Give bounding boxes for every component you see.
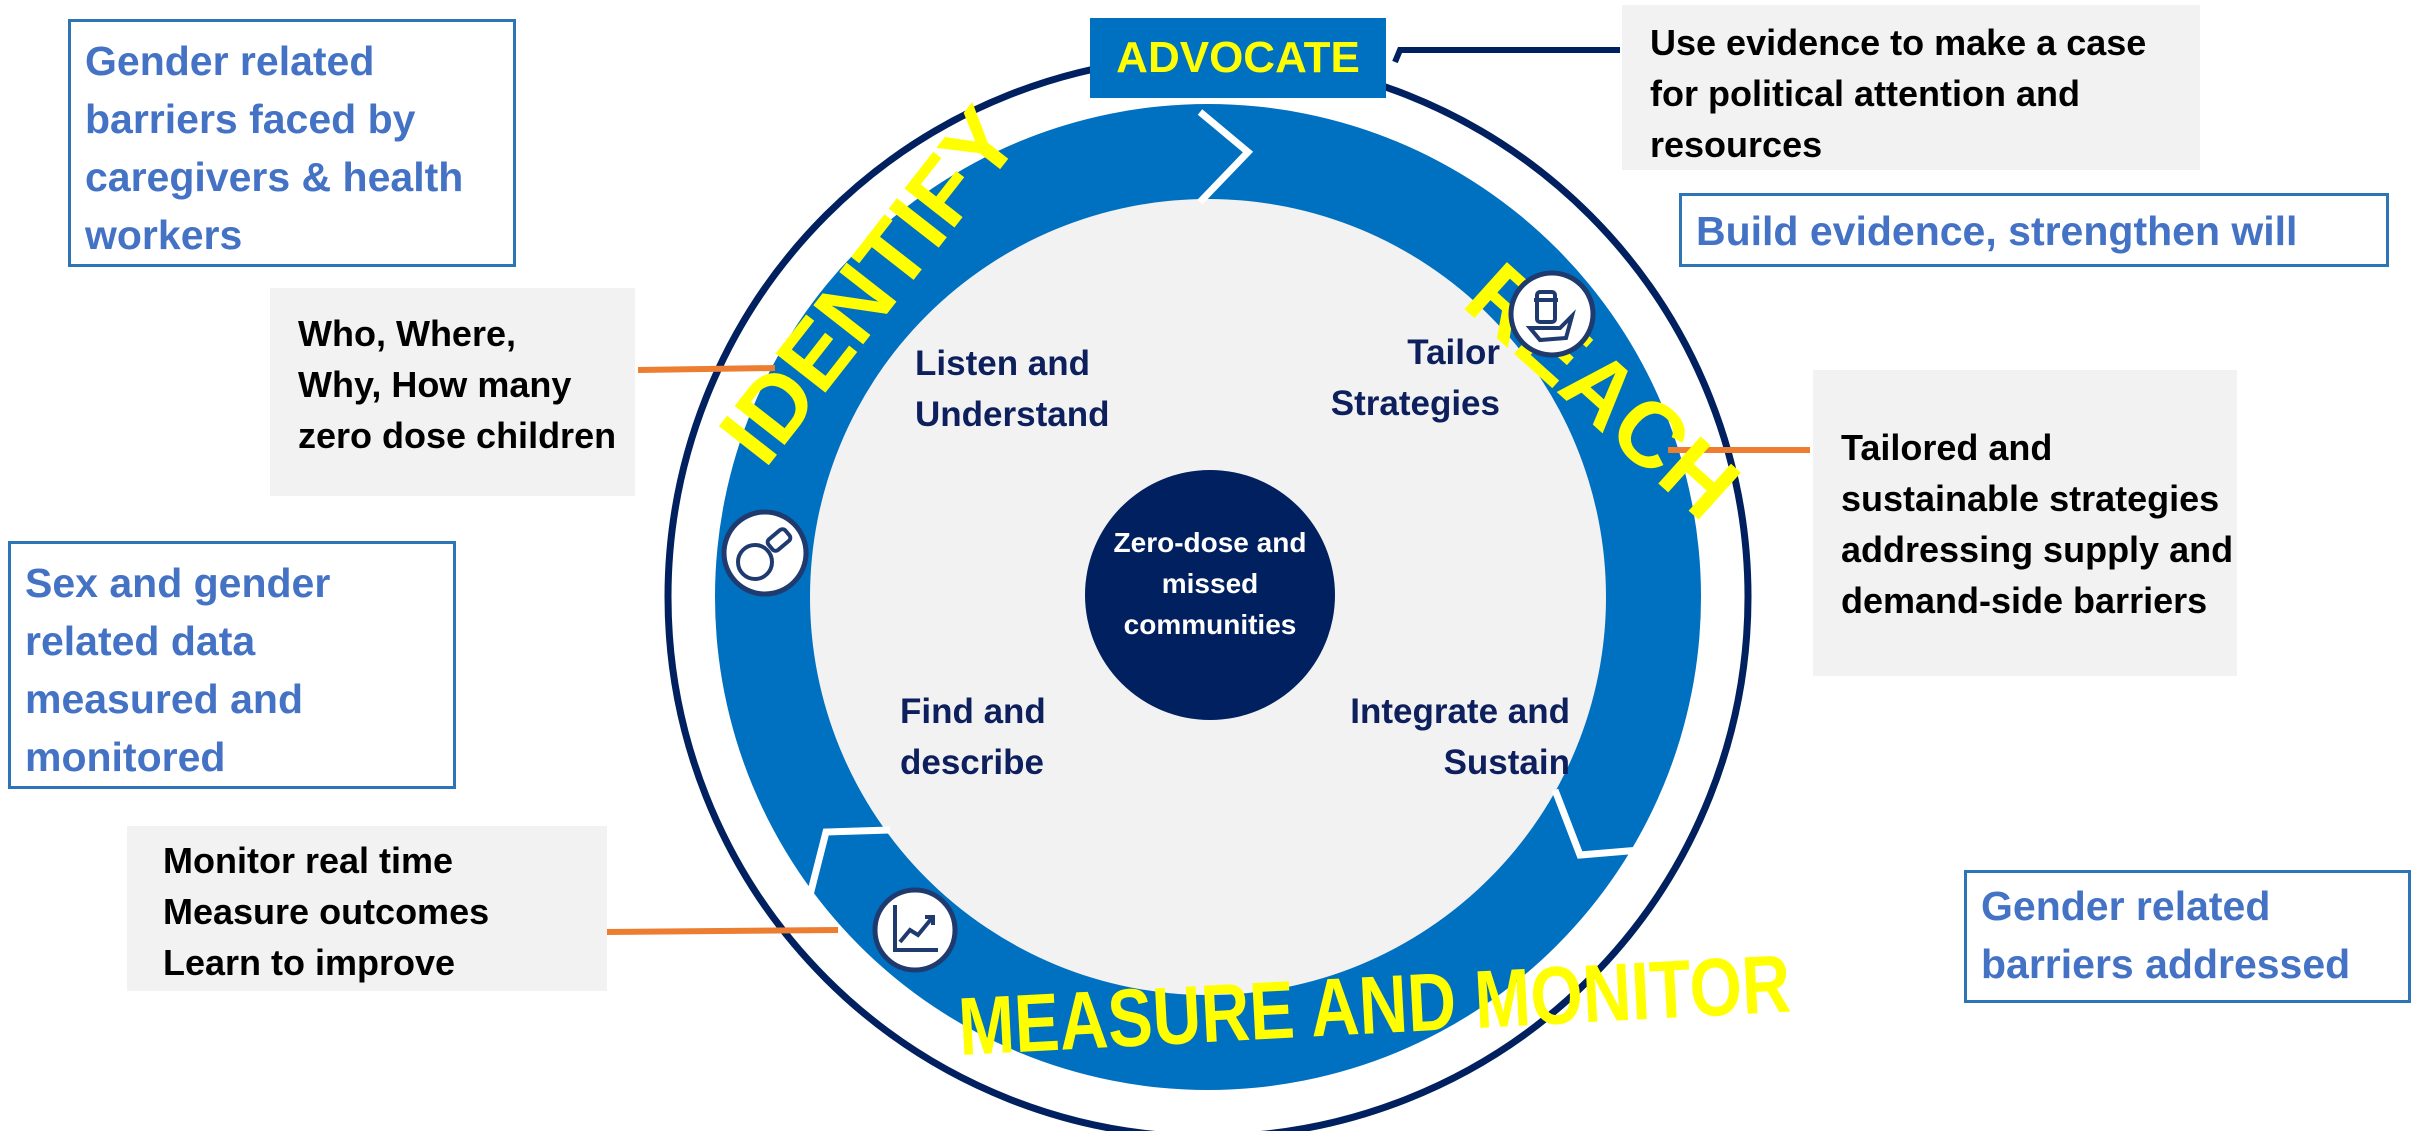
label-line: Understand (915, 395, 1110, 434)
chart-icon (872, 887, 958, 973)
hand-vial-icon (1508, 270, 1596, 358)
integrate-sustain-label: Integrate and Sustain (1320, 686, 1570, 788)
callout-line: for political attention and (1650, 73, 2080, 114)
measure-connector (604, 927, 839, 935)
reach-callout: Tailored and sustainable strategies addr… (1813, 370, 2237, 676)
outcome-line: related data (25, 618, 256, 664)
callout-line: zero dose children (298, 415, 617, 456)
advocate-banner: ADVOCATE (1090, 18, 1386, 98)
callout-line: sustainable strategies (1841, 478, 2220, 519)
center-line: communities (1123, 609, 1297, 640)
outcome-line: Gender related (1981, 883, 2271, 929)
center-circle (1085, 470, 1335, 720)
divider-left (806, 826, 891, 896)
divider-right (1551, 788, 1641, 859)
callout-line: Monitor real time (163, 840, 454, 881)
center-line: Zero-dose and (1113, 527, 1307, 558)
outcome-line: measured and (25, 676, 303, 722)
label-line: Integrate and (1350, 692, 1570, 731)
outcome-line: barriers faced by (85, 96, 416, 142)
callout-line: Learn to improve (163, 942, 456, 983)
measure-callout: Monitor real time Measure outcomes Learn… (127, 826, 607, 991)
outcome-line: Sex and gender (25, 560, 331, 606)
label-line: Tailor (1407, 333, 1500, 372)
label-line: Strategies (1330, 384, 1500, 423)
callout-line: Tailored and (1841, 427, 2053, 468)
callout-line: demand-side barriers (1841, 580, 2208, 621)
advocate-connector (1392, 47, 1620, 64)
outcome-line: Build evidence, strengthen will (1696, 208, 2298, 254)
label-line: Listen and (915, 344, 1091, 383)
outcome-line: caregivers & health (85, 154, 464, 200)
outcome-line: Gender related (85, 38, 375, 84)
callout-line: Measure outcomes (163, 891, 490, 932)
center-label: Zero-dose and missed communities (1090, 522, 1330, 645)
identify-callout: Who, Where, Why, How many zero dose chil… (270, 288, 635, 496)
listen-understand-label: Listen and Understand (915, 338, 1109, 440)
callout-line: addressing supply and (1841, 529, 2234, 570)
label-line: Sustain (1443, 743, 1570, 782)
outcome-top-left: Gender related barriers faced by caregiv… (68, 19, 516, 267)
outcome-top-right: Build evidence, strengthen will (1679, 193, 2389, 267)
callout-line: Why, How many (298, 364, 572, 405)
magnifier-icon (721, 509, 809, 597)
find-describe-label: Find and describe (900, 686, 1046, 788)
outcome-bottom-right: Gender related barriers addressed (1964, 870, 2411, 1003)
divider-top (1197, 109, 1254, 205)
identify-connector (637, 365, 776, 373)
callout-line: Use evidence to make a case (1650, 22, 2147, 63)
tailor-strategies-label: Tailor Strategies (1320, 327, 1500, 429)
center-line: missed (1161, 568, 1259, 599)
outcome-mid-left: Sex and gender related data measured and… (8, 541, 456, 789)
callout-line: Who, Where, (298, 313, 516, 354)
outcome-line: barriers addressed (1981, 941, 2351, 987)
label-line: Find and (900, 692, 1046, 731)
outcome-line: monitored (25, 734, 226, 780)
advocate-callout: Use evidence to make a case for politica… (1622, 5, 2200, 170)
outcome-line: workers (85, 212, 243, 258)
label-line: describe (900, 743, 1044, 782)
callout-line: resources (1650, 124, 1823, 165)
